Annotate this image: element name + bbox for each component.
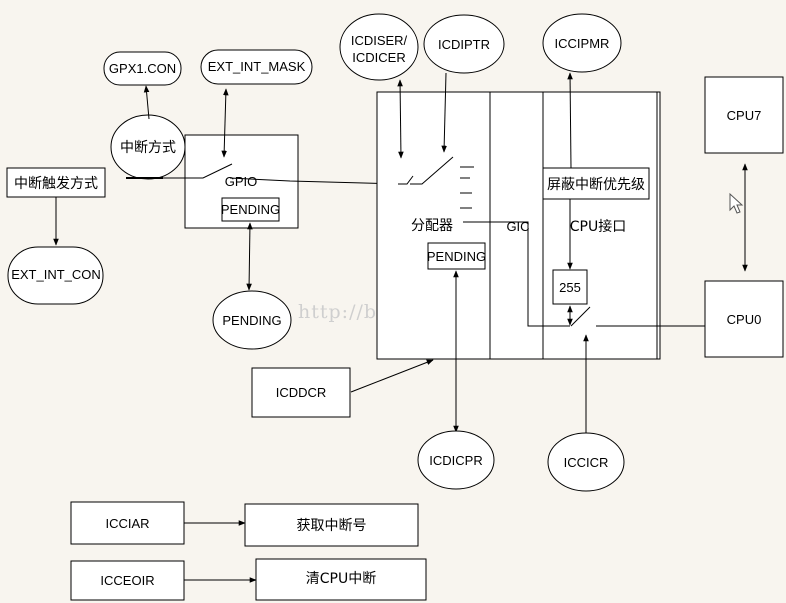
distributor-label: 分配器: [411, 218, 453, 234]
distributor-switch-1: [398, 175, 414, 185]
get-int-number-label: 获取中断号: [297, 518, 367, 534]
cpu-interface-label: CPU接口: [570, 218, 626, 235]
icceoir-node[interactable]: ICCEOIR: [70, 560, 185, 601]
mask-priority-box[interactable]: 屏蔽中断优先级: [542, 167, 650, 200]
arrow-icdiser-switch: [397, 79, 404, 159]
iccipmr-label: ICCIPMR: [555, 36, 610, 51]
clear-cpu-int-node[interactable]: 清CPU中断: [255, 558, 427, 601]
cpu7-node[interactable]: CPU7: [704, 76, 784, 154]
icdiser-icdicer-node[interactable]: ICDISER/ ICDICER: [339, 13, 419, 81]
dist-pending-label: PENDING: [427, 249, 486, 264]
icdicpr-node[interactable]: ICDICPR: [417, 430, 495, 490]
iccipmr-node[interactable]: ICCIPMR: [542, 13, 622, 73]
arrow-intmode-to-gpx1con: [143, 85, 150, 120]
icdicpr-label: ICDICPR: [429, 453, 482, 468]
ext-int-mask-node[interactable]: EXT_INT_MASK: [200, 49, 313, 85]
cpu0-node[interactable]: CPU0: [704, 280, 784, 358]
gpx1con-label: GPX1.CON: [109, 61, 176, 76]
pending-node[interactable]: PENDING: [212, 290, 292, 350]
distributor-switch-2: [410, 156, 454, 185]
gpio-to-distributor-line: [229, 177, 399, 185]
cpu0-label: CPU0: [727, 312, 762, 327]
arrow-icdiptr-switch: [441, 72, 447, 153]
gpx1con-node[interactable]: GPX1.CON: [103, 51, 182, 86]
priority-value: 255: [559, 280, 581, 295]
cpu-interface-switch: [570, 306, 591, 327]
mouse-cursor-icon: [729, 192, 744, 214]
dist-pending-box[interactable]: PENDING: [427, 242, 486, 270]
gpio-label: GPIO: [225, 174, 258, 189]
pending-label: PENDING: [222, 313, 281, 328]
icdiser-label: ICDISER/: [351, 33, 408, 48]
priority-box[interactable]: 255: [552, 269, 588, 305]
ext-int-con-node[interactable]: EXT_INT_CON: [7, 246, 104, 305]
gic-label: GIC: [506, 219, 529, 234]
icciar-label: ICCIAR: [105, 516, 149, 531]
clear-cpu-int-label: 清CPU中断: [306, 571, 376, 587]
arrow-extintmask-switch: [221, 88, 229, 158]
trigger-mode-label: 中断触发方式: [14, 176, 98, 192]
iccicr-label: ICCICR: [564, 455, 609, 470]
ext-int-con-label: EXT_INT_CON: [11, 267, 101, 282]
gic-outer-box[interactable]: [376, 91, 661, 360]
ext-int-mask-label: EXT_INT_MASK: [208, 59, 306, 74]
arrow-mask-to-iccipmr: [567, 72, 573, 169]
get-int-number-node[interactable]: 获取中断号: [244, 503, 419, 547]
icceoir-label: ICCEOIR: [100, 573, 154, 588]
int-mode-node[interactable]: 中断方式: [110, 114, 186, 180]
icddcr-node[interactable]: ICDDCR: [251, 367, 351, 418]
icddcr-label: ICDDCR: [276, 385, 327, 400]
gpio-pending-label: PENDING: [221, 202, 280, 217]
gpio-pending-box[interactable]: PENDING: [221, 197, 280, 222]
icdiptr-label: ICDIPTR: [438, 37, 490, 52]
int-mode-label: 中断方式: [120, 140, 176, 156]
icdicer-label: ICDICER: [352, 50, 405, 65]
cpu7-label: CPU7: [727, 108, 762, 123]
trigger-mode-node[interactable]: 中断触发方式: [6, 167, 106, 198]
iccicr-node[interactable]: ICCICR: [547, 432, 625, 492]
arrow-icddcr-to-gic: [350, 359, 434, 393]
icciar-node[interactable]: ICCIAR: [70, 501, 185, 545]
distributor-to-cpu-interface-line: [463, 221, 570, 327]
icdiptr-node[interactable]: ICDIPTR: [423, 14, 505, 74]
mask-priority-label: 屏蔽中断优先级: [547, 177, 645, 193]
arrow-gpio-pending: [246, 222, 253, 291]
